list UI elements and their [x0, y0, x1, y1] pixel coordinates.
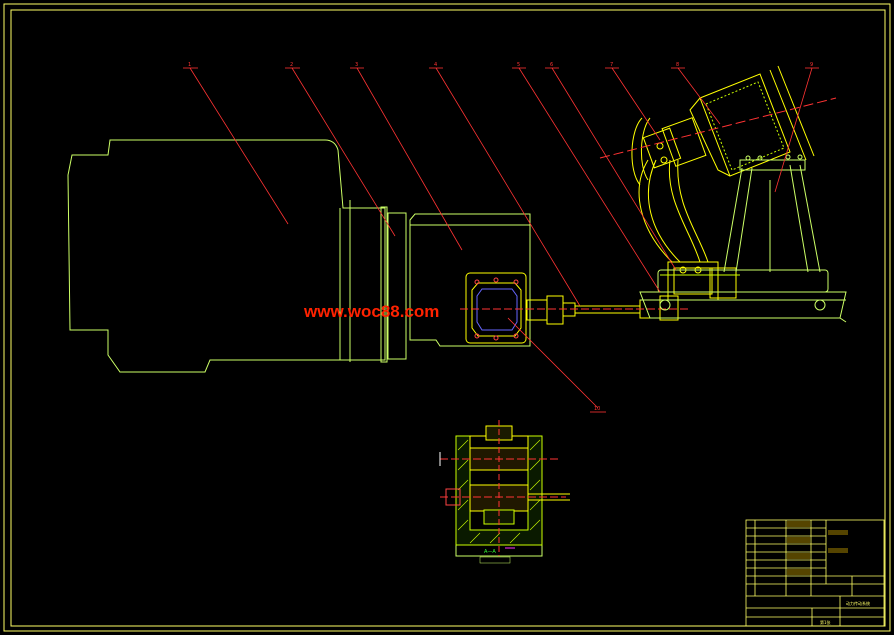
- callout-9: 9: [810, 62, 813, 68]
- support-stand: [723, 154, 821, 273]
- callout-8: 8: [676, 62, 679, 68]
- section-detail: [439, 420, 570, 557]
- section-base-dim: [479, 556, 511, 564]
- callout-7: 7: [610, 62, 613, 68]
- gearbox-housing: [409, 213, 531, 347]
- drive-shaft: [460, 295, 690, 325]
- title-block-fills: [787, 521, 848, 575]
- callout-4: 4: [434, 62, 437, 68]
- section-label: A—A: [484, 549, 496, 555]
- coupling-flange: [380, 206, 407, 363]
- rotating-drum: [599, 65, 837, 177]
- callout-1: 1: [188, 62, 191, 68]
- title-block-drawing-title: 动力传动系统: [846, 600, 870, 606]
- base-frame: [639, 269, 847, 323]
- drawing-border: [3, 3, 891, 632]
- watermark-text: www.woc88.com: [303, 302, 439, 321]
- leader-lines: [183, 67, 819, 413]
- title-block-sheet: 第1张: [820, 619, 831, 625]
- callout-labels: 1 2 3 4 5 6 7 8 9 10: [188, 62, 813, 412]
- motor-housing: [67, 139, 386, 373]
- hydraulic-motor: [642, 117, 707, 169]
- title-block: [745, 519, 885, 627]
- transfer-box: [465, 272, 527, 344]
- callout-2: 2: [290, 62, 293, 68]
- callout-6: 6: [550, 62, 553, 68]
- callout-5: 5: [517, 62, 520, 68]
- callout-10: 10: [594, 406, 600, 412]
- callout-3: 3: [355, 62, 358, 68]
